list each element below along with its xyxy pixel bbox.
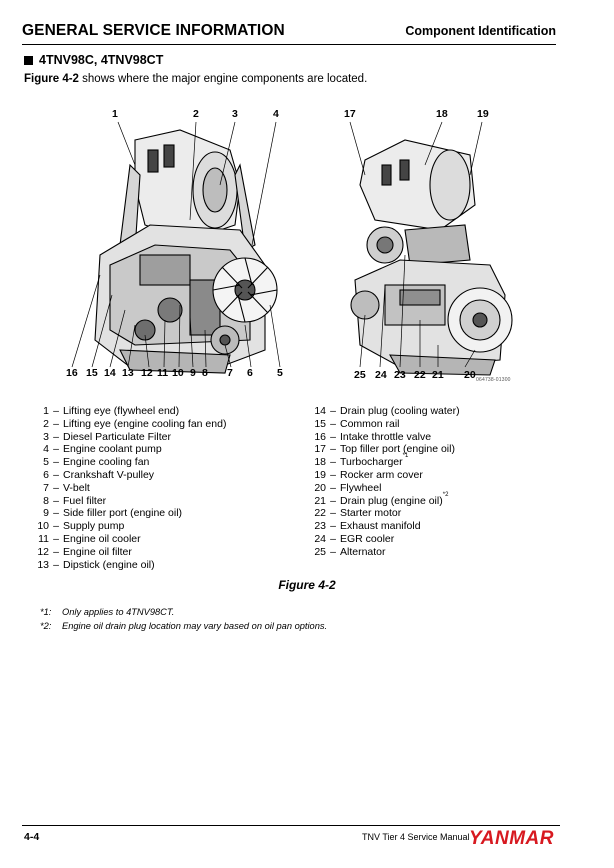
callout-18: 18 bbox=[436, 108, 448, 120]
engine-illustration-fan-side: 1 2 3 4 16 15 14 13 12 11 10 9 8 7 6 5 bbox=[40, 105, 310, 395]
list-item: 24–EGR cooler bbox=[314, 532, 395, 545]
list-item: 4–Engine coolant pump bbox=[43, 443, 162, 456]
section-heading: 4TNV98C, 4TNV98CT bbox=[24, 53, 163, 67]
section-heading-text: 4TNV98C, 4TNV98CT bbox=[39, 53, 164, 67]
callout-8: 8 bbox=[202, 367, 208, 379]
list-item: 20–Flywheel bbox=[314, 481, 382, 494]
list-item: 12–Engine oil filter bbox=[37, 545, 132, 558]
callout-25: 25 bbox=[354, 369, 366, 381]
list-item: 14–Drain plug (cooling water) bbox=[314, 405, 460, 417]
list-item: 1–Lifting eye (flywheel end) bbox=[43, 405, 180, 417]
list-item: 13–Dipstick (engine oil) bbox=[37, 558, 155, 571]
list-item: 23–Exhaust manifold bbox=[314, 520, 421, 533]
list-item: 21–Drain plug (engine oil)*2 bbox=[314, 491, 449, 507]
engine-illustration-flywheel-side: 17 18 19 25 24 23 22 21 20 bbox=[330, 105, 530, 395]
callout-2: 2 bbox=[193, 108, 199, 120]
callout-19: 19 bbox=[477, 108, 489, 120]
callout-3: 3 bbox=[232, 108, 238, 120]
brand-wordmark: YANMAR bbox=[469, 828, 554, 848]
list-item: 3–Diesel Particulate Filter bbox=[43, 430, 171, 443]
callout-22: 22 bbox=[414, 369, 426, 381]
callout-24: 24 bbox=[375, 369, 387, 381]
callout-12: 12 bbox=[141, 367, 153, 379]
component-list-left: 1–Lifting eye (flywheel end) 2–Lifting e… bbox=[26, 405, 226, 571]
list-item: 7–V-belt bbox=[43, 481, 90, 494]
list-item: 6–Crankshaft V-pulley bbox=[43, 468, 155, 481]
square-bullet-icon bbox=[24, 55, 33, 65]
intro-paragraph: Figure 4-2 shows where the major engine … bbox=[24, 73, 367, 85]
callout-5: 5 bbox=[277, 367, 283, 379]
callout-21: 21 bbox=[432, 369, 444, 381]
list-item: 9–Side filler port (engine oil) bbox=[43, 507, 183, 520]
callout-9: 9 bbox=[190, 367, 196, 379]
footnotes: *1:Only applies to 4TNV98CT. *2:Engine o… bbox=[40, 605, 327, 633]
callout-10: 10 bbox=[172, 367, 184, 379]
footnote: *2:Engine oil drain plug location may va… bbox=[40, 621, 328, 631]
list-item: 18–Turbocharger*1 bbox=[314, 453, 409, 469]
list-item: 10–Supply pump bbox=[37, 520, 125, 533]
callout-13: 13 bbox=[122, 367, 134, 379]
list-item: 19–Rocker arm cover bbox=[314, 468, 423, 481]
engine-drawing-left bbox=[71, 121, 281, 374]
list-item: 22–Starter motor bbox=[314, 507, 402, 520]
callout-16: 16 bbox=[66, 367, 78, 379]
engine-drawing-right bbox=[349, 121, 513, 376]
figure-image-code: 064738-01300 bbox=[476, 377, 511, 383]
component-list-right: 14–Drain plug (cooling water) 15–Common … bbox=[303, 405, 460, 559]
callout-4: 4 bbox=[273, 108, 279, 120]
yanmar-logo: YANMAR bbox=[469, 826, 565, 853]
callout-17: 17 bbox=[344, 108, 356, 120]
list-item: 5–Engine cooling fan bbox=[43, 456, 150, 469]
callout-7: 7 bbox=[227, 367, 233, 379]
figure-reference: Figure 4-2 bbox=[24, 73, 79, 85]
page-header-title: GENERAL SERVICE INFORMATION bbox=[22, 22, 285, 39]
callout-20: 20 bbox=[464, 369, 476, 381]
list-item: 11–Engine oil cooler bbox=[38, 532, 141, 545]
list-item: 2–Lifting eye (engine cooling fan end) bbox=[43, 417, 227, 430]
list-item: 15–Common rail bbox=[314, 417, 400, 430]
manual-title: TNV Tier 4 Service Manual bbox=[362, 832, 470, 842]
footnote: *1:Only applies to 4TNV98CT. bbox=[40, 607, 175, 617]
page-header-section: Component Identification bbox=[405, 24, 556, 38]
header-divider bbox=[22, 44, 556, 45]
yanmar-logo-mark: YANMAR bbox=[469, 828, 554, 849]
list-item: 25–Alternator bbox=[314, 545, 386, 558]
callout-23: 23 bbox=[394, 369, 406, 381]
callout-15: 15 bbox=[86, 367, 98, 379]
callout-6: 6 bbox=[247, 367, 253, 379]
list-item: 16–Intake throttle valve bbox=[314, 430, 432, 443]
page-number: 4-4 bbox=[24, 831, 40, 843]
callout-14: 14 bbox=[104, 367, 116, 379]
intro-text: shows where the major engine components … bbox=[78, 73, 368, 85]
list-item: 8–Fuel filter bbox=[43, 494, 107, 507]
callout-1: 1 bbox=[112, 108, 118, 120]
list-item: 17–Top filler port (engine oil) bbox=[314, 443, 455, 456]
footer-divider bbox=[22, 825, 560, 826]
figure-caption: Figure 4-2 bbox=[278, 578, 336, 592]
callout-11: 11 bbox=[157, 367, 169, 379]
